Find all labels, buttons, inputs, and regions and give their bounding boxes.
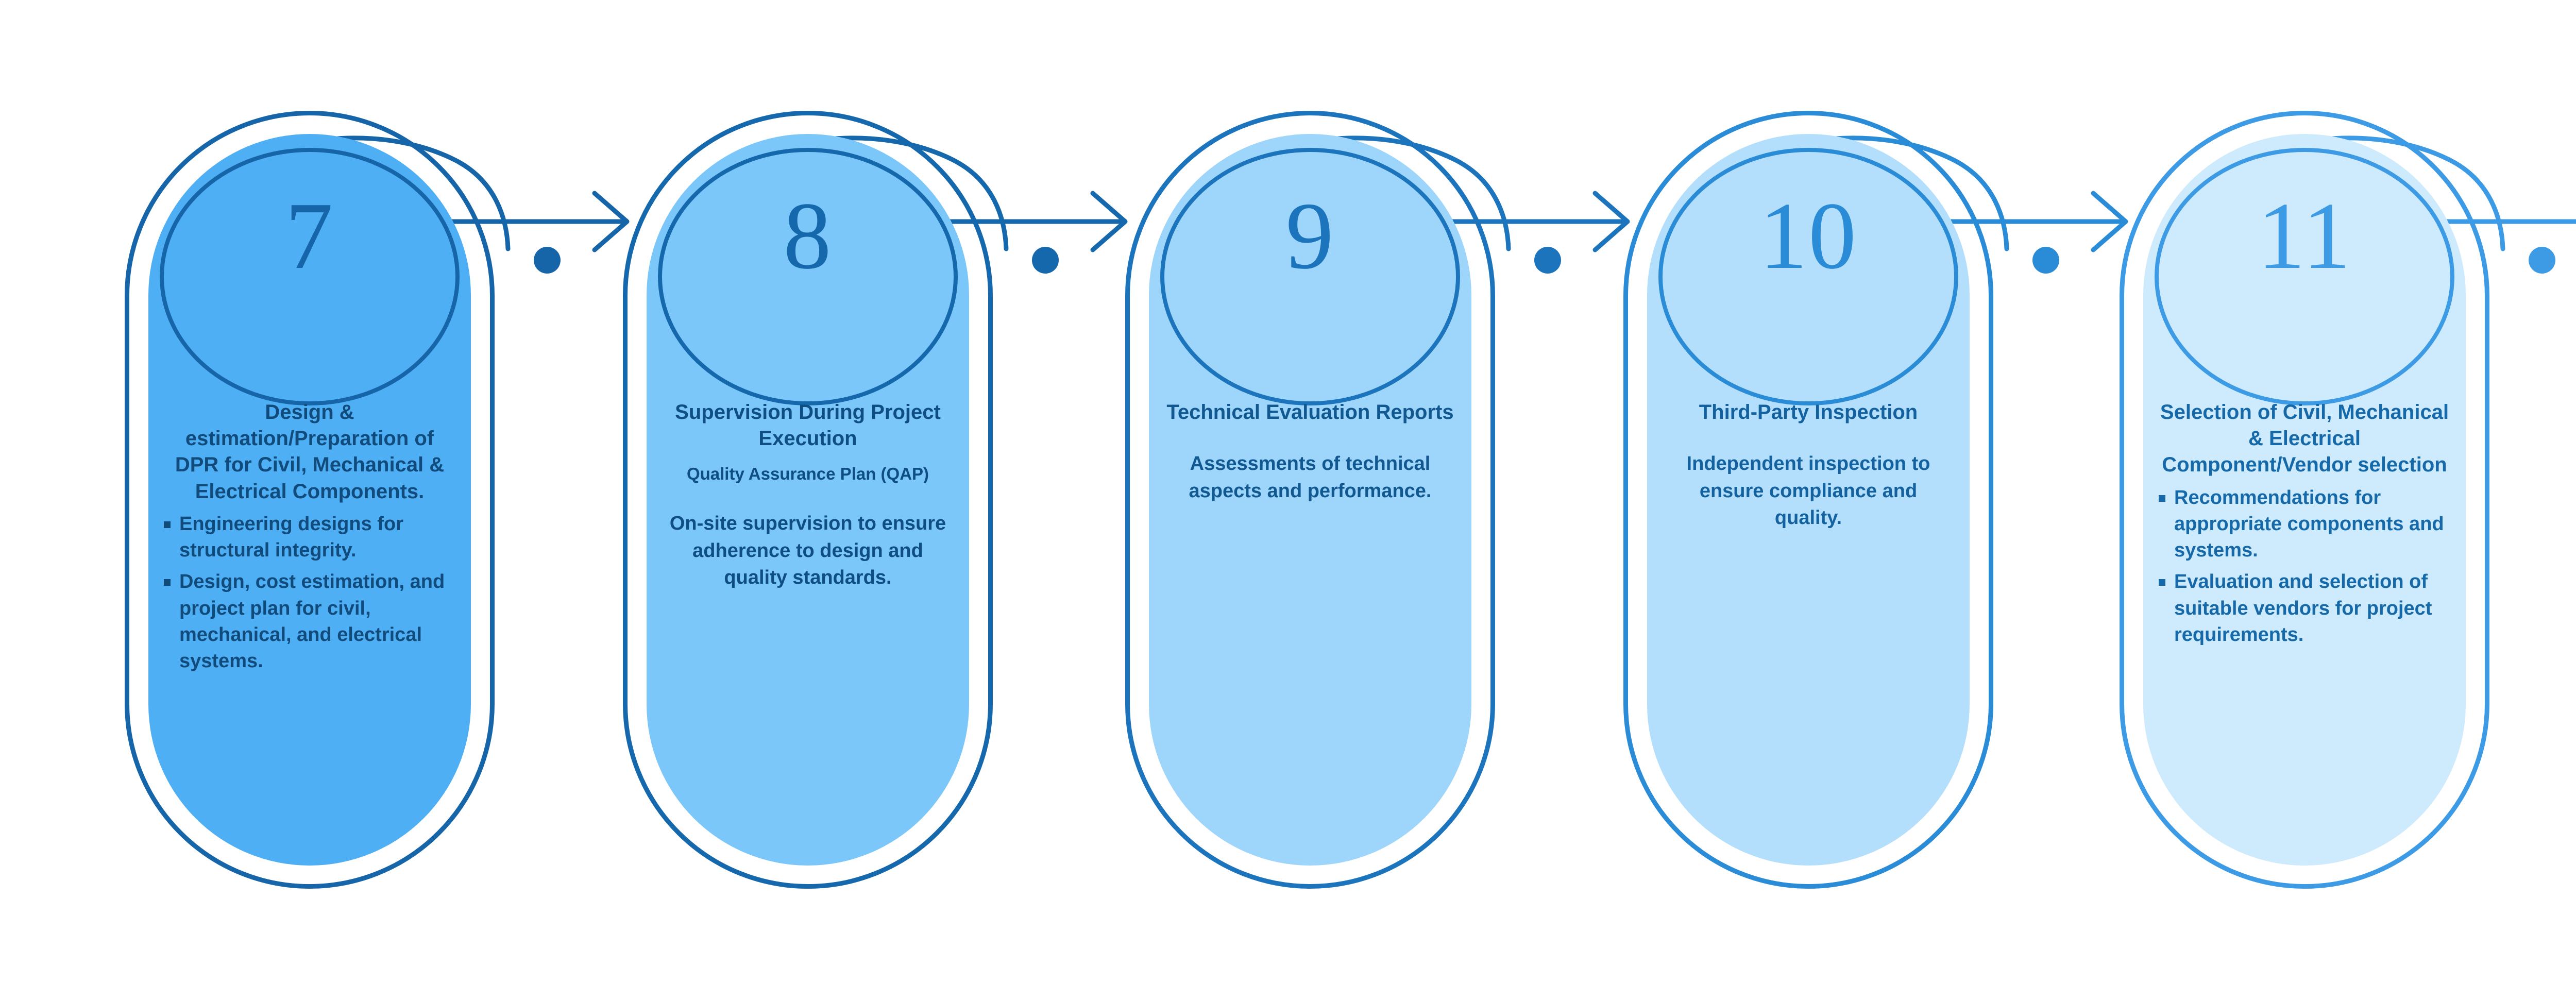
- step-outline-pill: [125, 111, 495, 889]
- step-title: Technical Evaluation Reports: [1166, 401, 1454, 423]
- step-description: Assessments of technical aspects and per…: [1189, 453, 1432, 502]
- step-title: Supervision During Project Execution: [675, 401, 941, 450]
- connector-dot: [2529, 247, 2555, 274]
- step-number-ring-icon: [160, 148, 460, 405]
- connector-dot: [534, 247, 561, 274]
- step-outline-pill: [1125, 111, 1495, 889]
- connector-dot: [1534, 247, 1561, 274]
- connector-dot: [1032, 247, 1059, 274]
- step-number-ring-icon: [1160, 148, 1460, 405]
- step-bullet-list: Recommendations for appropriate componen…: [2156, 485, 2453, 649]
- step-title: Third-Party Inspection: [1699, 401, 1918, 423]
- step-number: 7: [285, 183, 334, 289]
- step-description: On-site supervision to ensure adherence …: [669, 513, 946, 589]
- step-number: 11: [2257, 183, 2352, 289]
- step-bullet-item: Evaluation and selection of suitable ven…: [2156, 569, 2453, 648]
- step-number: 10: [1759, 183, 1857, 289]
- step-bullet-item: Design, cost estimation, and project pla…: [161, 569, 459, 674]
- step-number-ring-icon: [658, 148, 958, 405]
- step-number: 8: [783, 183, 833, 289]
- step-bullet-item: Recommendations for appropriate componen…: [2156, 485, 2453, 564]
- step-content: Selection of Civil, Mechanical & Electri…: [2156, 399, 2453, 648]
- step-outline-pill: [2120, 111, 2489, 889]
- step-description: Independent inspection to ensure complia…: [1686, 453, 1930, 529]
- step-bullet-list: Engineering designs for structural integ…: [161, 511, 459, 675]
- step-outline-pill: [623, 111, 993, 889]
- step-outline-pill: [1623, 111, 1993, 889]
- step-content: Design & estimation/Preparation of DPR f…: [161, 399, 459, 675]
- step-subtitle: Quality Assurance Plan (QAP): [686, 464, 929, 484]
- step-bullet-item: Engineering designs for structural integ…: [161, 511, 459, 564]
- step-number-ring-icon: [2155, 148, 2454, 405]
- step-title: Selection of Civil, Mechanical & Electri…: [2160, 401, 2449, 477]
- step-number: 9: [1285, 183, 1335, 289]
- step-title: Design & estimation/Preparation of DPR f…: [175, 401, 445, 503]
- step-number-ring-icon: [1658, 148, 1958, 405]
- connector-dot: [2032, 247, 2059, 274]
